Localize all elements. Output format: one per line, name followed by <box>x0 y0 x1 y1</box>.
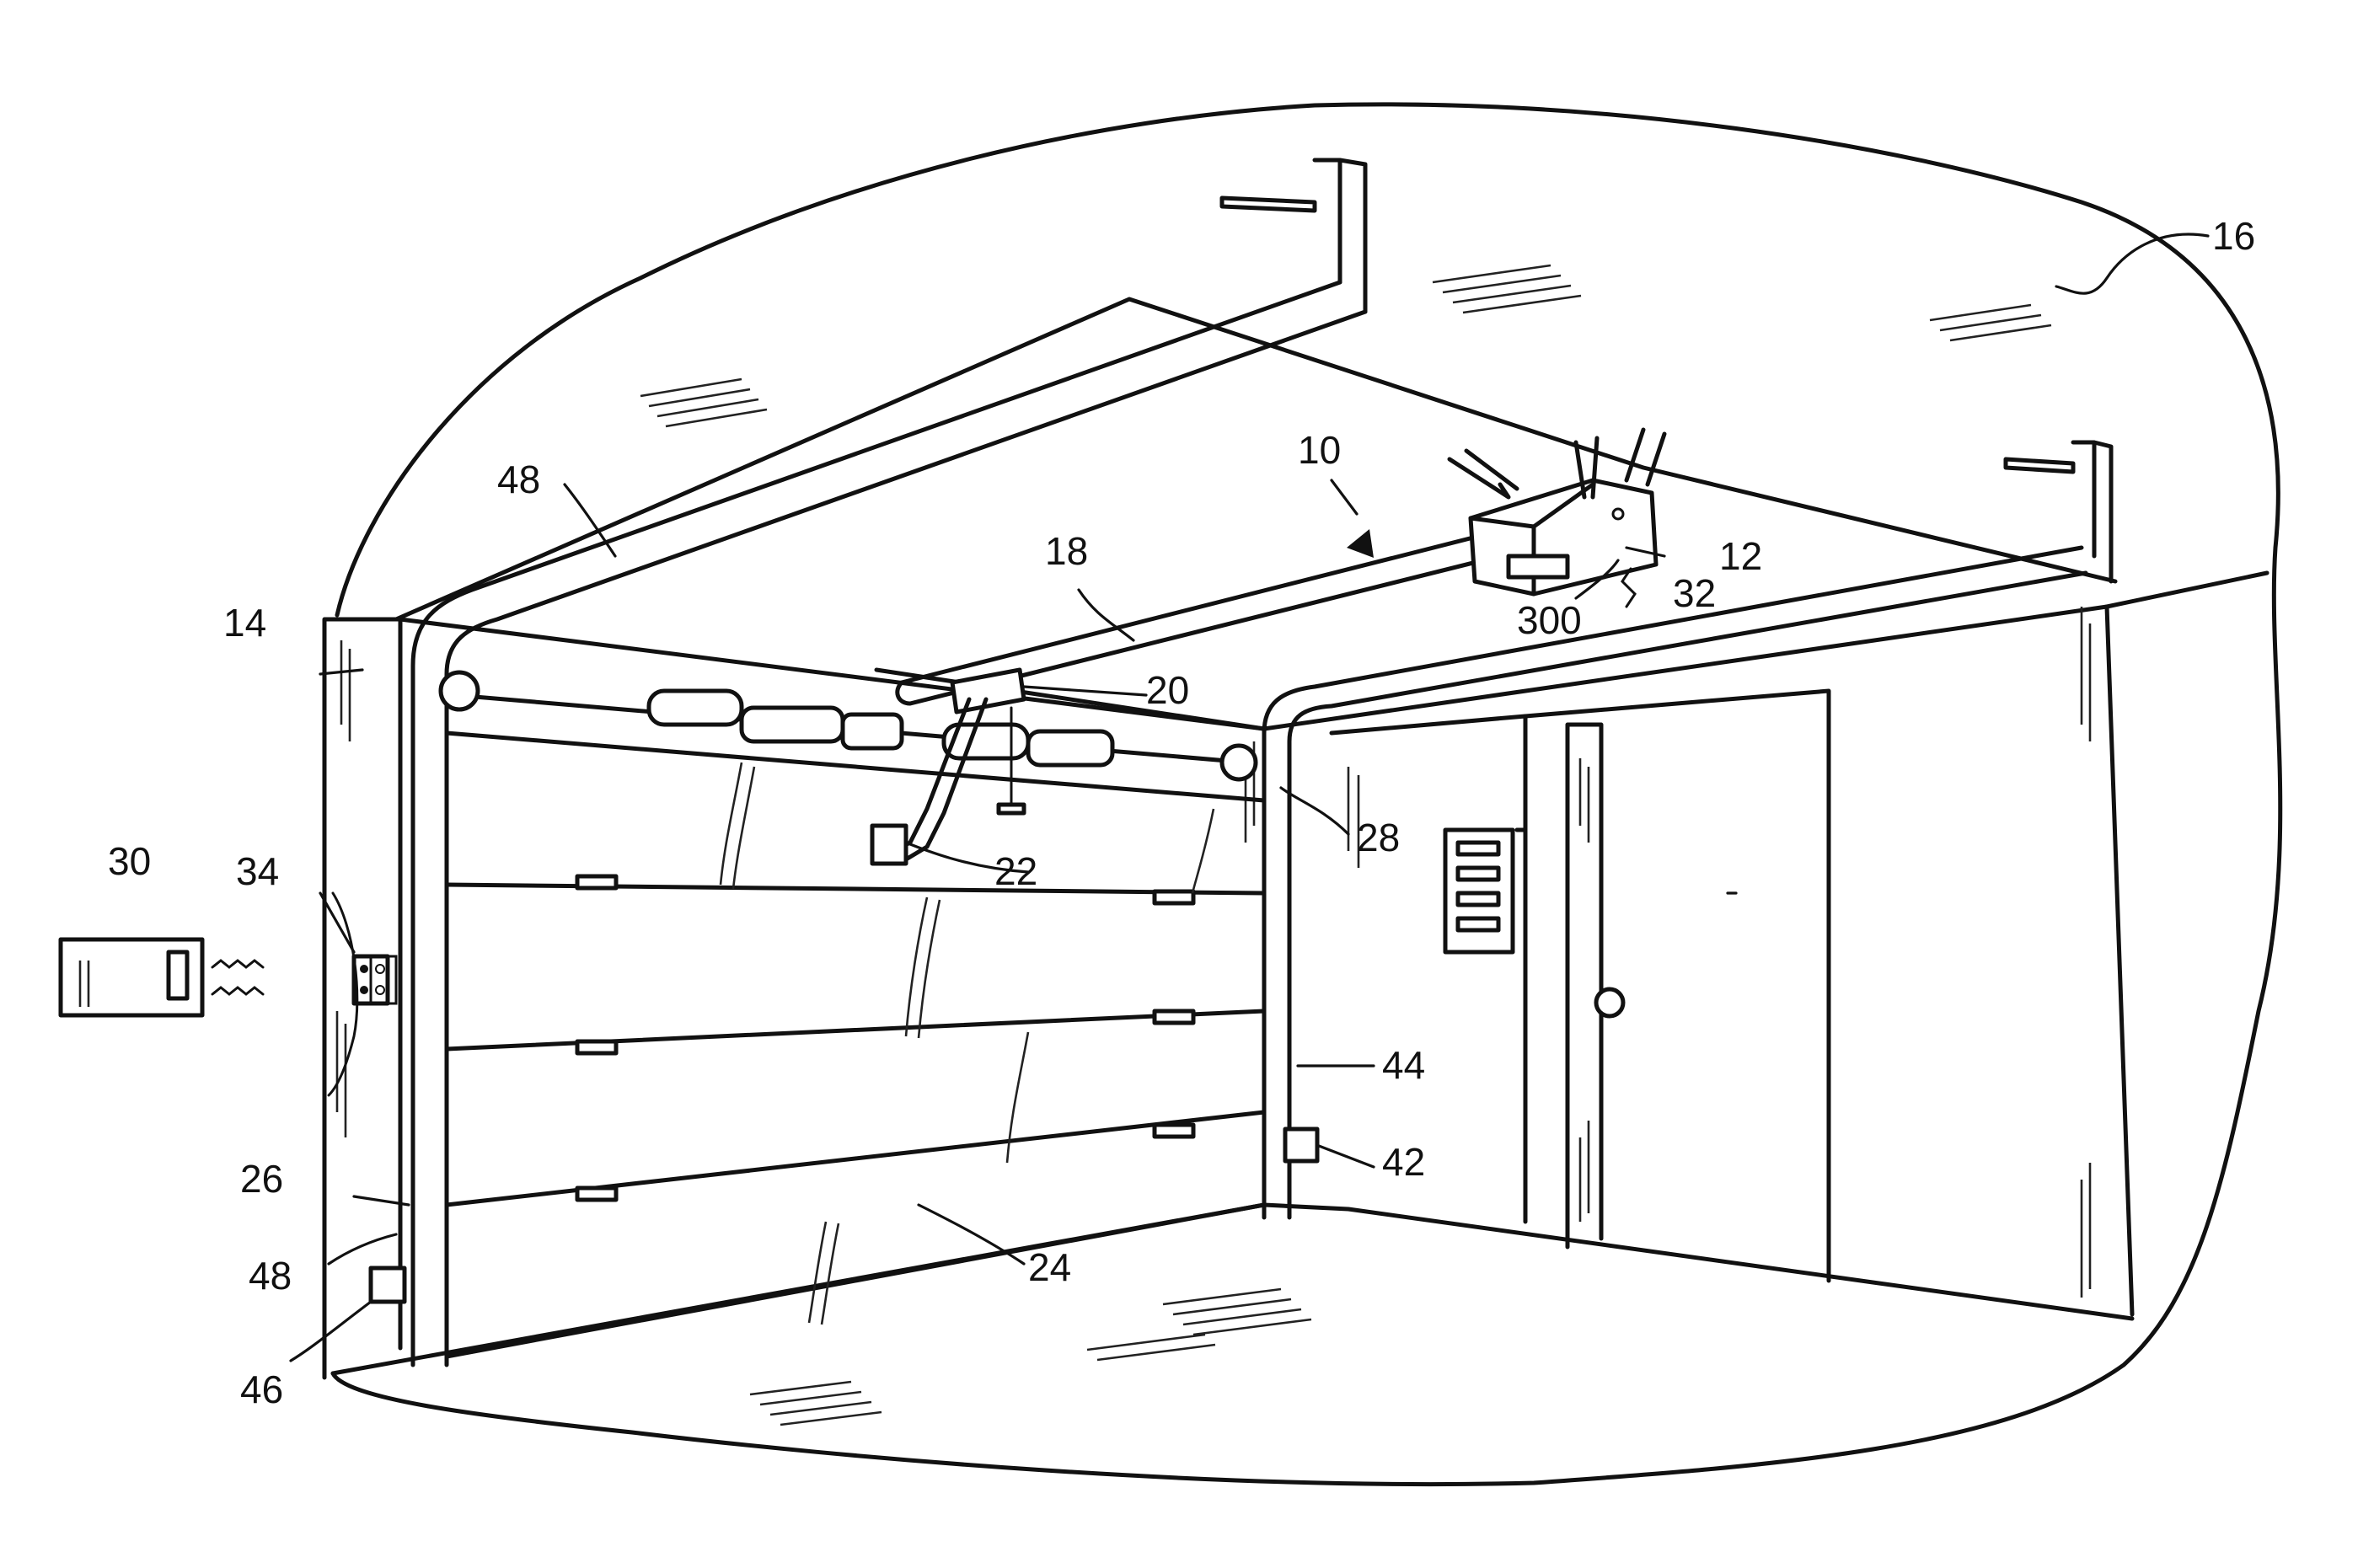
antenna <box>1622 569 1635 607</box>
label-18: 18 <box>1045 529 1088 573</box>
door-hatch <box>721 763 1214 1325</box>
back-wall-top <box>1264 607 2107 729</box>
label-30: 30 <box>108 839 151 883</box>
label-32: 32 <box>1673 571 1716 615</box>
ceiling-hatch <box>640 265 2051 1425</box>
label-28: 28 <box>1357 816 1400 859</box>
right-track-cap <box>2073 442 2111 581</box>
label-20: 20 <box>1146 668 1189 712</box>
back-wall-right <box>2107 607 2132 1314</box>
label-42: 42 <box>1382 1140 1425 1184</box>
keypad <box>354 956 396 1003</box>
label-10: 10 <box>1298 428 1341 472</box>
label-44: 44 <box>1382 1043 1425 1087</box>
label-48-top: 48 <box>497 458 540 501</box>
label-12: 12 <box>1719 534 1762 578</box>
signal-waves <box>212 961 263 994</box>
label-300: 300 <box>1517 598 1582 642</box>
safety-sensor-right <box>1285 1129 1317 1161</box>
arrowhead-10 <box>1347 529 1374 558</box>
wall-control-panel <box>1445 716 1525 952</box>
label-16: 16 <box>2212 214 2255 258</box>
head-unit <box>1450 430 1664 594</box>
safety-sensor-left <box>371 1268 405 1302</box>
right-track <box>1264 548 2086 1217</box>
door-arm-bracket <box>872 826 906 864</box>
remote-transmitter <box>61 939 202 1015</box>
label-24: 24 <box>1028 1245 1071 1289</box>
label-14: 14 <box>223 601 266 645</box>
torsion-shaft <box>441 672 1256 779</box>
floor-line <box>1264 1205 2132 1319</box>
hinge <box>1155 891 1193 903</box>
release-handle <box>999 805 1024 813</box>
left-track-bracket <box>1222 198 1315 211</box>
door-panels <box>447 733 1264 1357</box>
label-26: 26 <box>240 1157 283 1201</box>
right-track-bracket <box>2006 459 2073 472</box>
ceiling-edge-back <box>396 299 2115 619</box>
hinge <box>1155 1011 1193 1023</box>
right-wall-top <box>2107 573 2267 607</box>
label-48-bottom: 48 <box>249 1254 292 1298</box>
hinge <box>577 1188 616 1200</box>
hinge <box>577 1041 616 1053</box>
hinge <box>577 876 616 888</box>
hinge <box>1155 1125 1193 1137</box>
label-22: 22 <box>994 849 1037 893</box>
label-34: 34 <box>236 849 279 893</box>
label-46: 46 <box>240 1367 283 1411</box>
trolley <box>952 670 1024 712</box>
